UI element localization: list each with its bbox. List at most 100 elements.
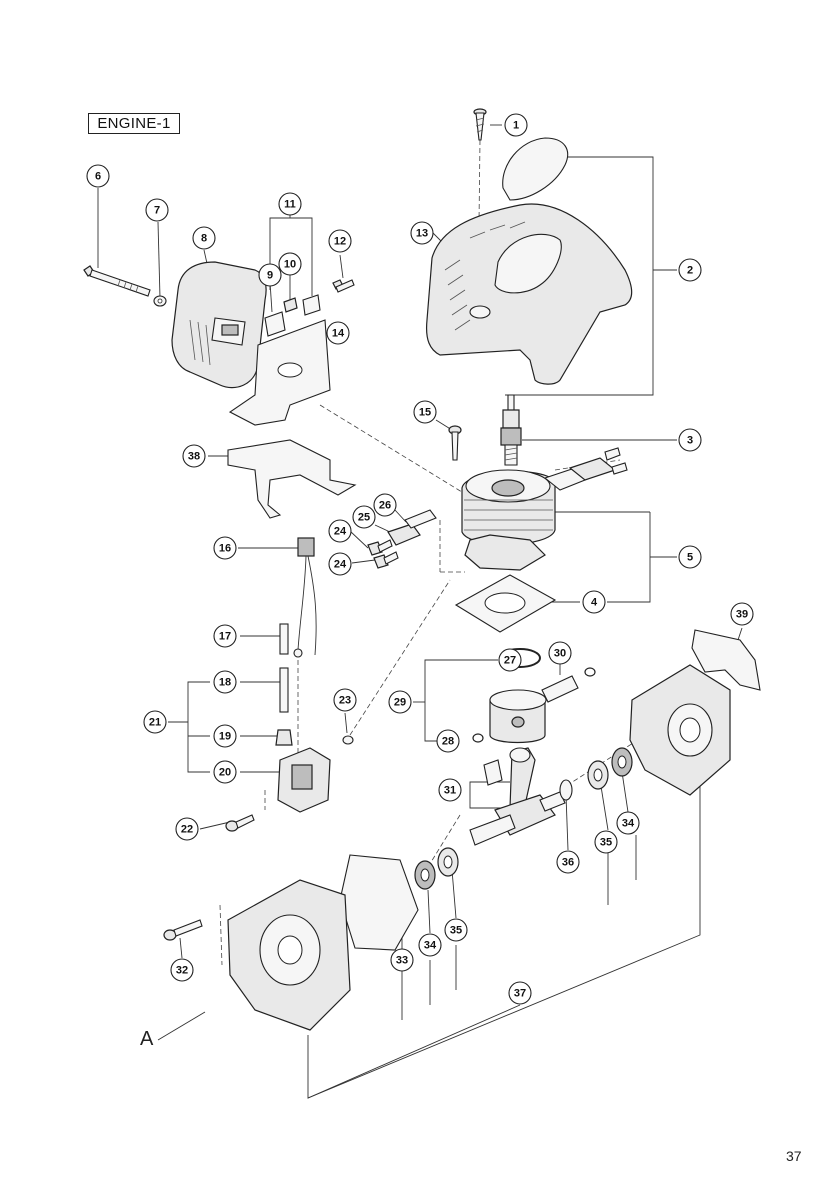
callout-c33: 33 [391, 949, 413, 971]
screw-part-1 [474, 109, 486, 140]
callout-number: 18 [219, 677, 231, 689]
callout-c24b: 24 [329, 553, 351, 575]
callout-c35a: 35 [445, 919, 467, 941]
callout-c18: 18 [214, 671, 236, 693]
callout-number: 10 [284, 259, 296, 271]
callout-c37: 37 [509, 982, 531, 1004]
callout-c29: 29 [389, 691, 411, 713]
callout-c17: 17 [214, 625, 236, 647]
muffler-part-8 [172, 262, 266, 388]
callout-number: 35 [450, 925, 462, 937]
callout-number: 22 [181, 824, 193, 836]
callout-c39: 39 [731, 603, 753, 625]
callout-c9: 9 [259, 264, 281, 286]
callout-number: 29 [394, 697, 406, 709]
callout-number: 16 [219, 543, 231, 555]
callout-number: 6 [95, 171, 101, 183]
callout-number: 32 [176, 965, 188, 977]
callout-c11: 11 [279, 193, 301, 215]
callout-number: 2 [687, 265, 693, 277]
callout-number: 28 [442, 736, 454, 748]
callout-number: 12 [334, 236, 346, 248]
callout-number: 39 [736, 609, 748, 621]
crankshaft-part-31 [470, 748, 565, 845]
callout-c4: 4 [583, 591, 605, 613]
callout-c38: 38 [183, 445, 205, 467]
callout-c5: 5 [679, 546, 701, 568]
callout-c36: 36 [557, 851, 579, 873]
callout-c23: 23 [334, 689, 356, 711]
callout-number: 23 [339, 695, 351, 707]
callout-number: 13 [416, 228, 428, 240]
spark-plug-part-3 [501, 395, 521, 465]
callout-c21: 21 [144, 711, 166, 733]
bracket-plate-part-38 [228, 440, 355, 518]
callout-number: 1 [513, 120, 519, 132]
callout-number: 25 [358, 512, 370, 524]
callout-number: 26 [379, 500, 391, 512]
crankcase-right [630, 665, 730, 795]
callout-number: 19 [219, 731, 231, 743]
callout-c3: 3 [679, 429, 701, 451]
callout-number: 31 [444, 785, 456, 797]
callout-number: 34 [622, 818, 635, 830]
callout-number: 24 [334, 559, 347, 571]
insulator-parts [368, 510, 436, 568]
callout-number: 7 [154, 205, 160, 217]
washer-part-23 [343, 736, 353, 744]
callout-number: 36 [562, 857, 574, 869]
piston-pin-part-30 [542, 668, 595, 702]
callout-c15: 15 [414, 401, 436, 423]
callout-number: 5 [687, 552, 693, 564]
callout-c13: 13 [411, 222, 433, 244]
callout-c6: 6 [87, 165, 109, 187]
callout-number: 33 [396, 955, 408, 967]
callout-c10: 10 [279, 253, 301, 275]
callout-c22: 22 [176, 818, 198, 840]
callout-number: 30 [554, 648, 566, 660]
callout-c30: 30 [549, 642, 571, 664]
callout-number: 17 [219, 631, 231, 643]
callout-number: 15 [419, 407, 431, 419]
ignition-coil-part-20 [278, 748, 330, 812]
cylinder-part-5 [462, 470, 555, 570]
callout-number: 35 [600, 837, 612, 849]
washer-part-7 [154, 296, 166, 306]
callout-number: 20 [219, 767, 231, 779]
callout-c1: 1 [505, 114, 527, 136]
cap-part-19 [276, 730, 292, 745]
callout-number: 34 [424, 940, 437, 952]
callout-c34b: 34 [617, 812, 639, 834]
callout-number: 38 [188, 451, 200, 463]
callout-c26: 26 [374, 494, 396, 516]
cover-knob-part-2 [503, 138, 568, 200]
callout-c32: 32 [171, 959, 193, 981]
bolt-part-32 [164, 920, 202, 940]
callout-c19: 19 [214, 725, 236, 747]
callout-number: 24 [334, 526, 347, 538]
callout-number: 37 [514, 988, 526, 1000]
callout-c24a: 24 [329, 520, 351, 542]
exhaust-gasket-parts [545, 448, 627, 490]
callout-c35b: 35 [595, 831, 617, 853]
tube-part-18 [280, 668, 288, 712]
callout-c27: 27 [499, 649, 521, 671]
callout-number: 11 [284, 199, 296, 211]
circlip-part-28 [473, 734, 483, 742]
top-cover-part-13 [427, 204, 632, 384]
bolt-part-15 [449, 426, 461, 460]
ignition-cap-part-16 [294, 538, 316, 657]
callout-c28: 28 [437, 730, 459, 752]
callout-c7: 7 [146, 199, 168, 221]
bolt-part-22 [226, 815, 254, 831]
callout-number: 4 [591, 597, 598, 609]
callout-number: 21 [149, 717, 161, 729]
callout-number: 27 [504, 655, 516, 667]
part-drawings [84, 109, 760, 1030]
base-gasket-part-4 [456, 575, 555, 632]
callout-c31: 31 [439, 779, 461, 801]
callout-c8: 8 [193, 227, 215, 249]
callout-number: 9 [267, 270, 273, 282]
tube-part-17 [280, 624, 288, 654]
